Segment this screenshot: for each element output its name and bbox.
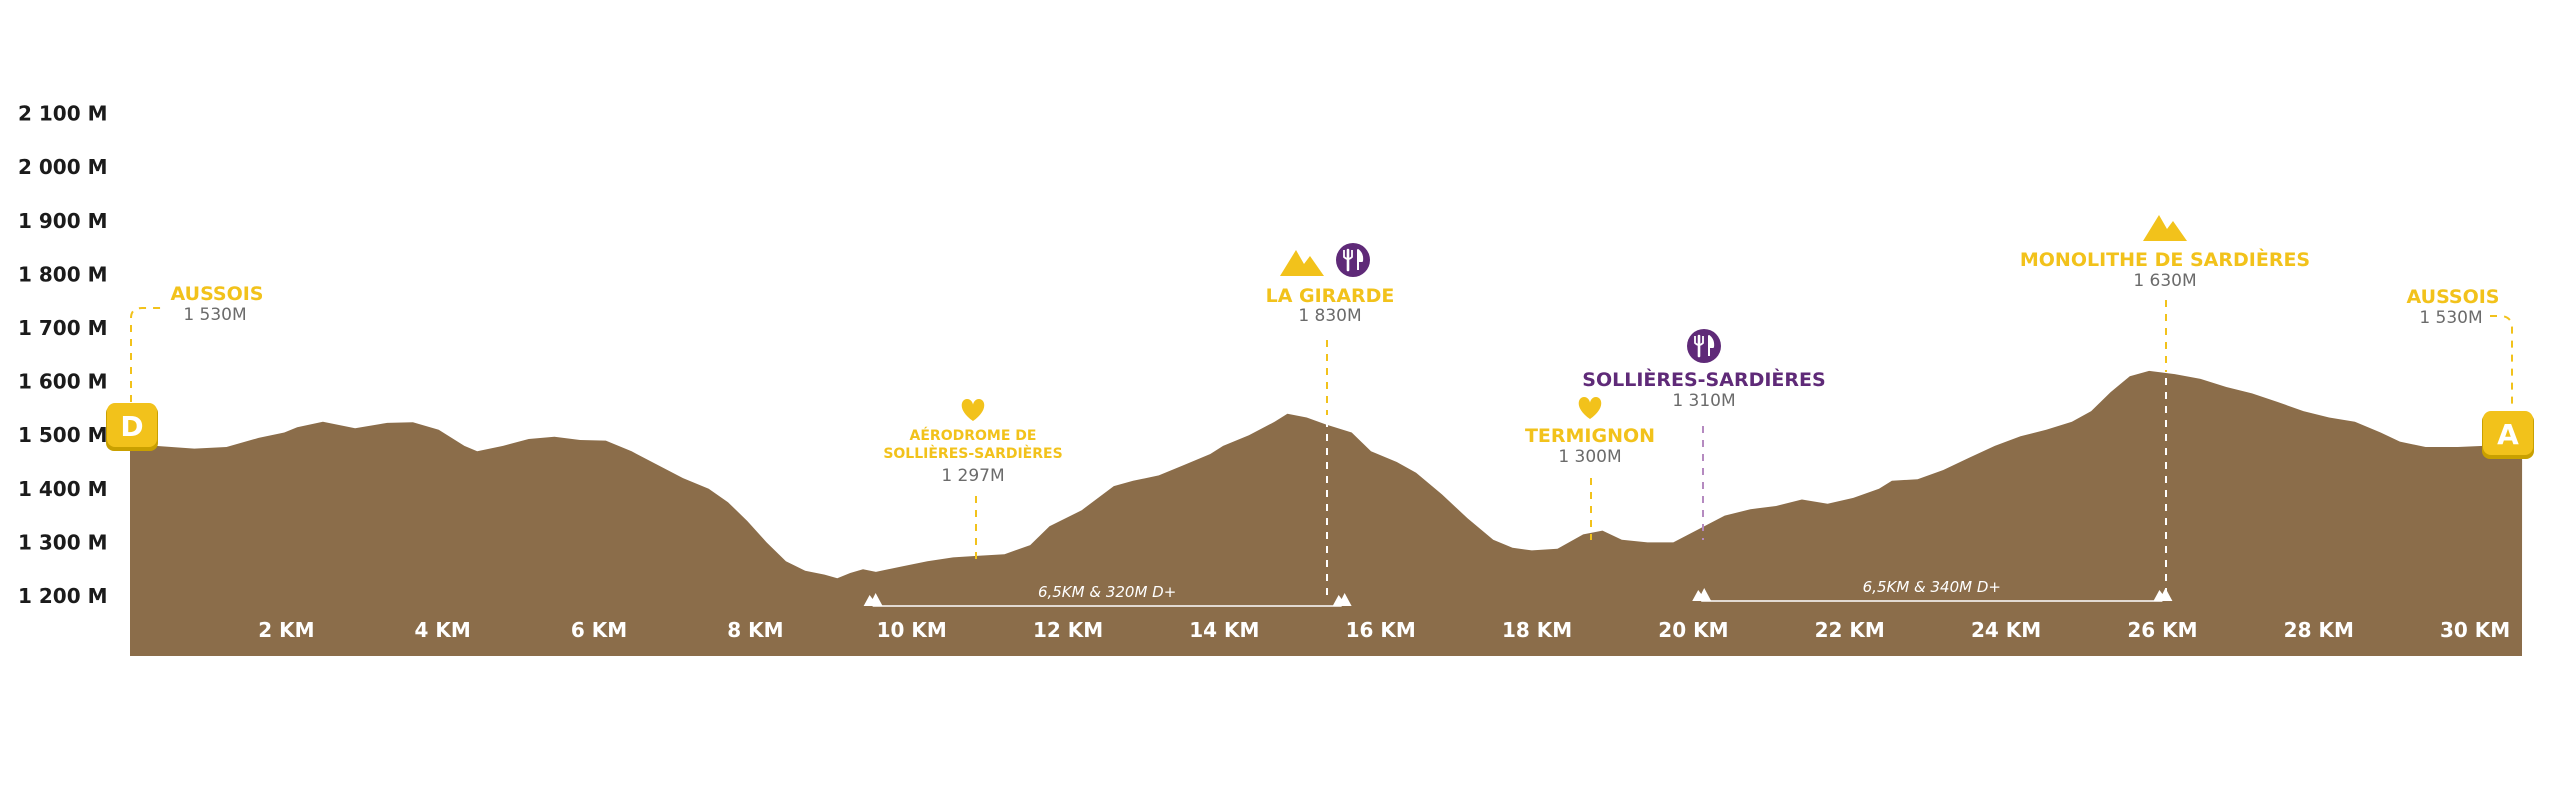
poi-name: AUSSOIS	[2407, 286, 2500, 308]
y-tick-label: 2 000 M	[18, 155, 108, 179]
marker-badge	[107, 403, 157, 447]
knife-icon	[1708, 335, 1715, 356]
y-tick-label: 1 400 M	[18, 477, 108, 501]
poi-elevation: 1 530M	[2419, 308, 2482, 328]
x-tick-label: 10 KM	[877, 618, 947, 642]
leader-line	[2490, 315, 2513, 408]
end-marker: A	[2482, 411, 2534, 459]
poi-name: AUSSOIS	[171, 283, 264, 305]
knife-icon	[1357, 249, 1364, 270]
poi-elevation: 1 310M	[1672, 391, 1735, 411]
x-tick-label: 22 KM	[1815, 618, 1885, 642]
leader-line	[130, 307, 164, 402]
restaurant-icon	[1687, 329, 1721, 363]
poi-name: SOLLIÈRES-SARDIÈRES	[1582, 368, 1825, 391]
y-axis: 1 200 M 1 300 M 1 400 M 1 500 M 1 600 M 1 700…	[18, 102, 108, 608]
poi-elevation: 1 530M	[183, 305, 246, 325]
x-tick-label: 6 KM	[571, 618, 627, 642]
segment-label: 6,5KM & 320M D+	[1038, 583, 1176, 601]
poi-elevation: 1 830M	[1298, 306, 1361, 326]
y-tick-label: 1 600 M	[18, 370, 108, 394]
poi-elevation: 1 630M	[2133, 271, 2196, 291]
marker-letter: A	[2497, 418, 2519, 451]
x-tick-label: 30 KM	[2440, 618, 2510, 642]
x-tick-label: 14 KM	[1189, 618, 1259, 642]
poi-name: AÉRODROME DE	[910, 427, 1037, 444]
poi-name-line2: SOLLIÈRES-SARDIÈRES	[883, 445, 1062, 462]
x-tick-label: 28 KM	[2284, 618, 2354, 642]
elevation-area	[130, 370, 2523, 656]
x-tick-label: 16 KM	[1346, 618, 1416, 642]
x-tick-label: 4 KM	[415, 618, 471, 642]
y-tick-label: 1 300 M	[18, 530, 108, 554]
poi-name: TERMIGNON	[1525, 425, 1655, 447]
x-tick-label: 20 KM	[1658, 618, 1728, 642]
x-axis: 2 KM 4 KM 6 KM 8 KM 10 KM 12 KM 14 KM 16 KM 18 K…	[258, 618, 2510, 642]
mountain-icon	[2143, 215, 2187, 241]
poi-elevation: 1 297M	[941, 466, 1004, 486]
summit-marker-icon	[1692, 588, 1712, 601]
start-marker: D	[106, 403, 158, 451]
x-tick-label: 8 KM	[727, 618, 783, 642]
y-tick-label: 1 200 M	[18, 584, 108, 608]
y-tick-label: 1 800 M	[18, 262, 108, 286]
segment-label: 6,5KM & 340M D+	[1863, 578, 2001, 596]
fork-tines-icon	[1694, 336, 1704, 346]
x-tick-label: 24 KM	[1971, 618, 2041, 642]
y-tick-label: 1 900 M	[18, 209, 108, 233]
x-tick-label: 12 KM	[1033, 618, 1103, 642]
heart-icon	[961, 399, 985, 421]
y-tick-label: 1 500 M	[18, 423, 108, 447]
y-tick-label: 2 100 M	[18, 102, 108, 126]
y-tick-label: 1 700 M	[18, 316, 108, 340]
segments: 6,5KM & 320M D+ 6,5KM & 340M D+	[863, 578, 2173, 607]
summit-marker-icon	[1332, 593, 1352, 606]
x-tick-label: 2 KM	[258, 618, 314, 642]
x-tick-label: 26 KM	[2127, 618, 2197, 642]
poi-name: MONOLITHE DE SARDIÈRES	[2020, 248, 2310, 271]
mountain-icon	[1280, 250, 1324, 276]
heart-icon	[1578, 397, 1602, 419]
marker-letter: D	[120, 410, 143, 443]
summit-marker-icon	[863, 593, 883, 606]
poi-elevation: 1 300M	[1558, 447, 1621, 467]
marker-badge	[2483, 411, 2533, 455]
poi-name: LA GIRARDE	[1266, 285, 1395, 307]
restaurant-icon	[1336, 243, 1370, 277]
summit-marker-icon	[2153, 588, 2173, 601]
x-tick-label: 18 KM	[1502, 618, 1572, 642]
fork-tines-icon	[1343, 250, 1353, 260]
